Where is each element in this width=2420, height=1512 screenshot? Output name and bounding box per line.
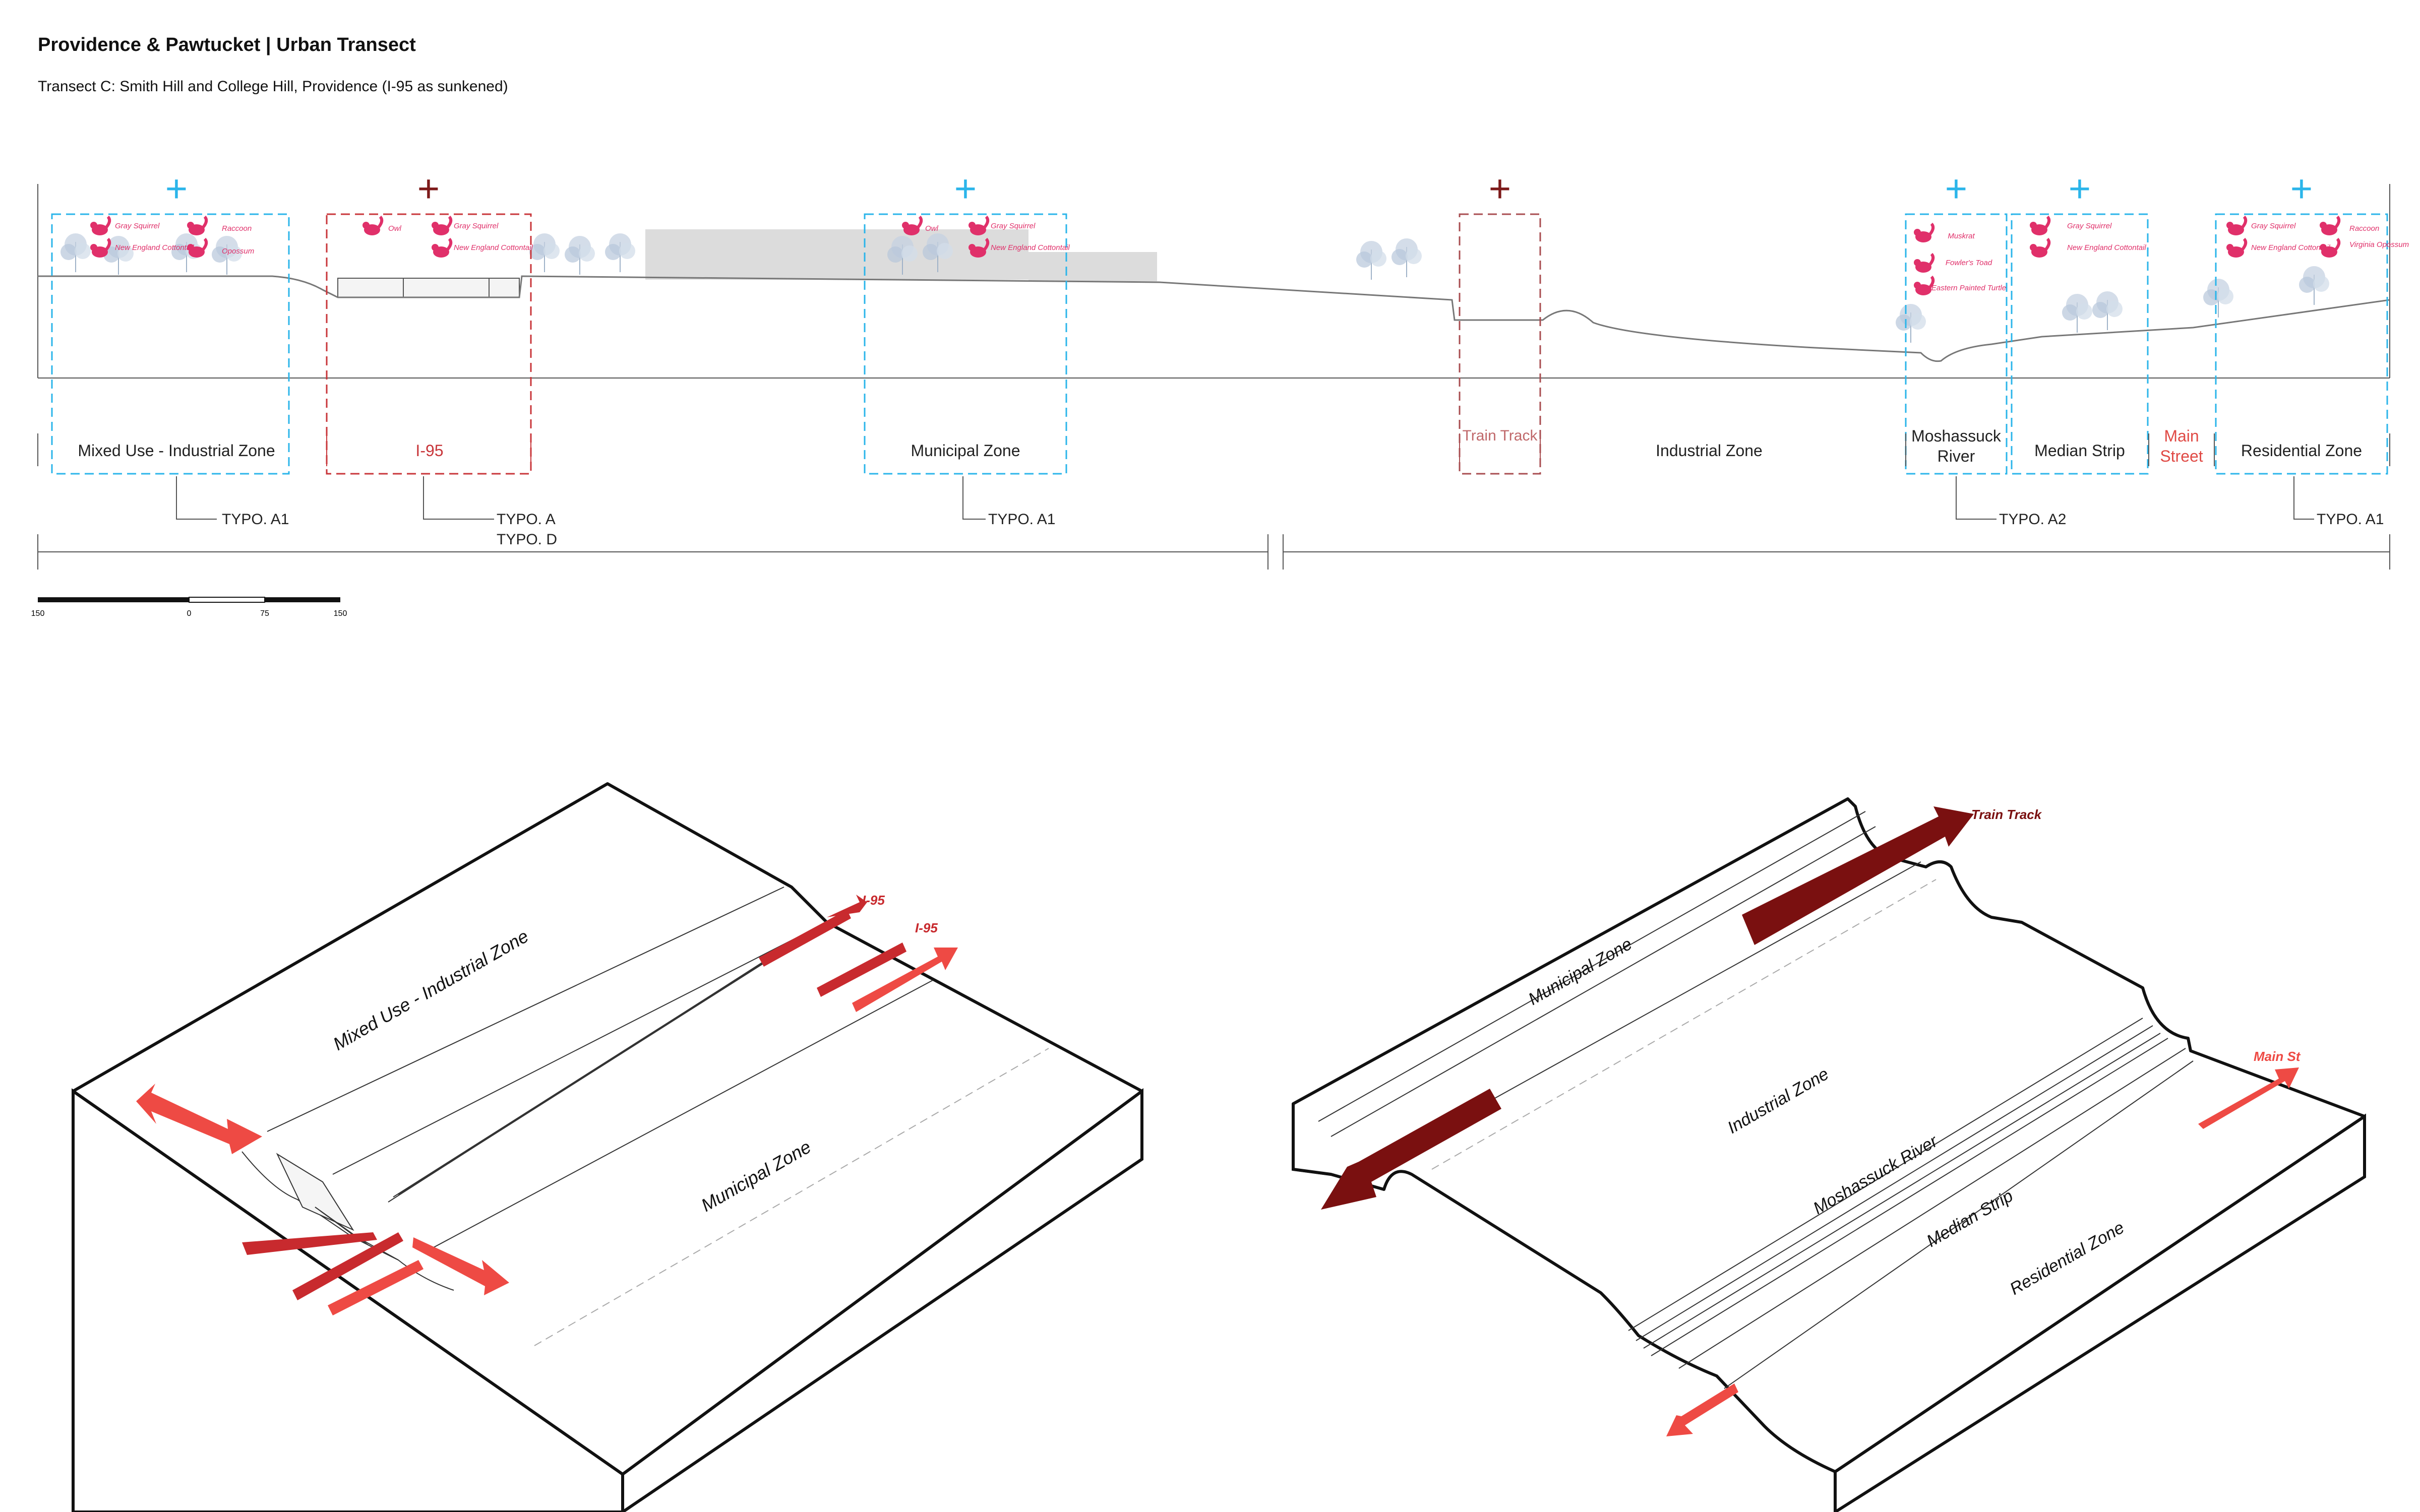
positive-marker: +: [2069, 167, 2091, 210]
species-label: Raccoon: [2349, 224, 2379, 233]
positive-marker: +: [2290, 167, 2313, 210]
dimension-line: [37, 534, 2390, 570]
building-block: [645, 229, 1028, 280]
ground-profile: [38, 275, 2390, 362]
zone-label: Moshassuck River: [1911, 427, 2001, 465]
arrow-label: I-95: [862, 893, 885, 908]
zone-label: Residential Zone: [2241, 442, 2362, 460]
negative-marker: +: [417, 167, 440, 210]
zone-industrial: Industrial Zone: [1656, 442, 1763, 460]
typology-label: TYPO. D: [497, 531, 557, 548]
species-label: New England Cottontail: [454, 243, 533, 252]
zone-municipal: + Owl Gray Squirrel New England Cottonta…: [864, 167, 1070, 475]
typology-label: TYPO. A: [497, 511, 556, 528]
species-label: New England Cottontail: [991, 243, 1070, 252]
species-label: Gray Squirrel: [991, 222, 1036, 230]
species-label: Fowler's Toad: [1946, 259, 1992, 267]
species-label: New England Cottontail: [2067, 243, 2146, 252]
typology-label: TYPO. A1: [988, 511, 1055, 528]
species-label: Owl: [925, 224, 939, 233]
zone-label: Train Track: [1462, 427, 1538, 444]
positive-marker: +: [1945, 167, 1967, 210]
scale-tick: 150: [334, 609, 347, 618]
zone-residential: + Gray Squirrel Raccoon New England Cott…: [2215, 167, 2409, 475]
species-label: Eastern Painted Turtle: [1931, 284, 2006, 292]
arrow-label: Main St: [2254, 1049, 2301, 1064]
arrow-label: Train Track: [1971, 807, 2042, 822]
zone-label: Mixed Use - Industrial Zone: [78, 442, 275, 460]
species-label: Owl: [388, 224, 402, 233]
zone-main-street: Main Street: [2148, 427, 2215, 466]
i95-trench: [337, 278, 520, 298]
zone-train-track: + Train Track: [1459, 167, 1541, 475]
scale-tick: 150: [31, 609, 45, 618]
arrow-label: I-95: [915, 920, 938, 935]
species-label: Gray Squirrel: [2067, 222, 2112, 230]
zone-label: Median Strip: [2034, 442, 2125, 460]
page-subtitle: Transect C: Smith Hill and College Hill,…: [38, 78, 508, 95]
zone-label: Main Street: [2160, 427, 2203, 465]
scale-tick: 0: [187, 609, 192, 618]
typology-label: TYPO. A1: [2317, 511, 2384, 528]
zone-label: I-95: [415, 442, 443, 460]
scale-tick: 75: [260, 609, 269, 618]
species-label: Opossum: [222, 247, 254, 256]
zone-label: Municipal Zone: [911, 442, 1020, 460]
species-label: Raccoon: [222, 224, 252, 233]
zone-median-strip: + Gray Squirrel New England Cottontail M…: [2011, 167, 2149, 475]
species-label: Virginia Opossum: [2349, 240, 2409, 249]
species-label: New England Cottontail: [115, 243, 194, 252]
positive-marker: +: [954, 167, 977, 210]
axonometric-right: Train Track Main St Municipal Zone Indus…: [1292, 797, 2366, 1512]
zone-mixed-use: + Gray Squirrel Raccoon New England Cott…: [37, 167, 290, 475]
zone-moshassuck-river: + Muskrat Fowler's Toad Eastern Painted …: [1905, 167, 2008, 475]
species-label: Gray Squirrel: [454, 222, 499, 230]
typology-label: TYPO. A2: [1999, 511, 2066, 528]
species-label: New England Cottontail: [2251, 243, 2330, 252]
positive-marker: +: [165, 167, 188, 210]
typology-leaders: [176, 476, 2314, 520]
species-label: Gray Squirrel: [115, 222, 160, 230]
typology-label: TYPO. A1: [222, 511, 289, 528]
negative-marker: +: [1489, 167, 1511, 210]
zone-label: Industrial Zone: [1656, 442, 1763, 460]
species-label: Muskrat: [1948, 232, 1975, 240]
page-title: Providence & Pawtucket | Urban Transect: [38, 34, 416, 55]
axonometric-left: I-95 I-95 Mixed Use - Industrial Zone Mu…: [72, 782, 1143, 1512]
zone-i95: + Owl Gray Squirrel New England Cottonta…: [326, 167, 533, 475]
species-label: Gray Squirrel: [2251, 222, 2296, 230]
building-block: [1028, 252, 1157, 281]
scale-bar: 150 0 75 150: [31, 597, 347, 618]
